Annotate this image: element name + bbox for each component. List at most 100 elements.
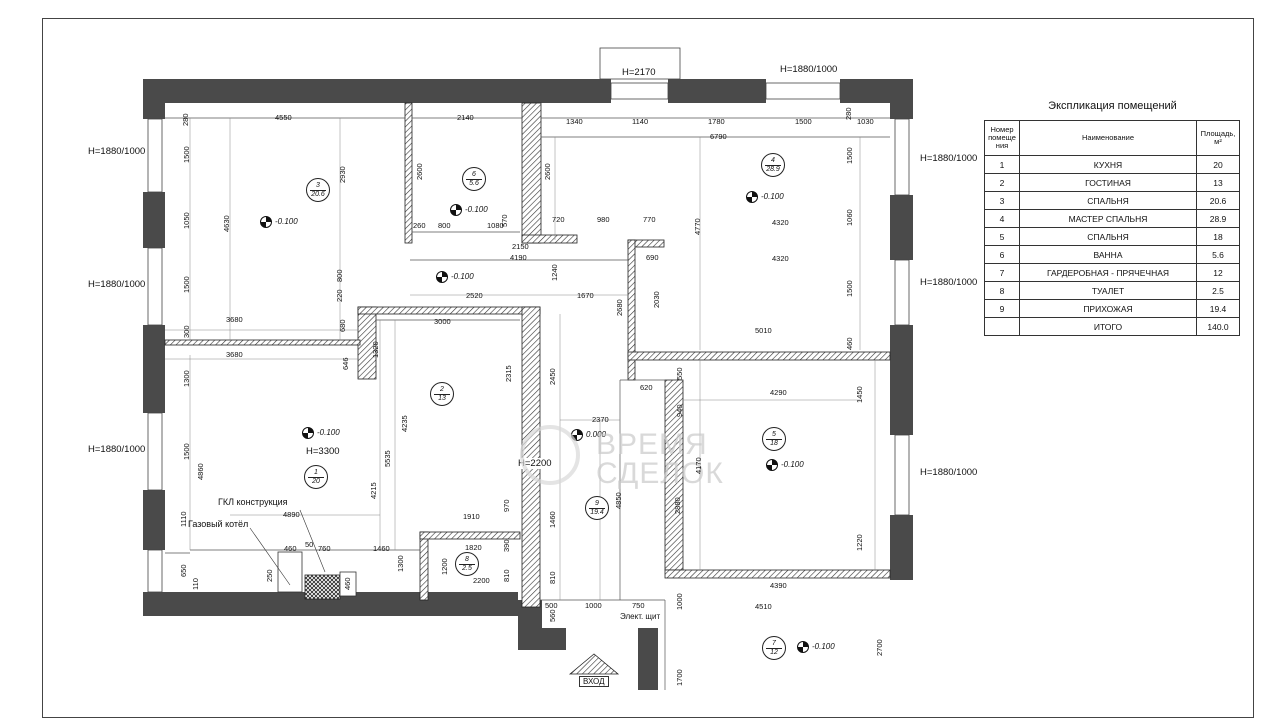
header-number: Номер помеще ния <box>984 120 1020 156</box>
cell-area: 20.6 <box>1196 191 1240 210</box>
cell-name: ВАННА <box>1019 245 1197 264</box>
watermark-logo-icon <box>520 425 580 485</box>
dim: 280 <box>844 107 853 120</box>
window-height-right-1: H=1880/1000 <box>920 153 978 164</box>
dim: 4510 <box>755 602 772 611</box>
level-mark-room-1: -0.100 <box>302 427 340 439</box>
cell-number: 4 <box>984 209 1020 228</box>
dim: 1030 <box>857 117 874 126</box>
entrance-arrow <box>568 653 620 675</box>
dim: 646 <box>341 357 350 370</box>
dim: 4215 <box>369 482 378 499</box>
dim: 2140 <box>457 113 474 122</box>
cell-number: 9 <box>984 299 1020 318</box>
dim: 2600 <box>415 163 424 180</box>
dim: 1460 <box>373 544 390 553</box>
dim: 940 <box>675 404 684 417</box>
dim: 2370 <box>592 415 609 424</box>
dim: 1670 <box>577 291 594 300</box>
explication-title: Экспликация помещений <box>1048 100 1177 112</box>
dim: 1300 <box>182 370 191 387</box>
dim: 5535 <box>383 450 392 467</box>
balcony-door-height: H=2170 <box>622 67 656 78</box>
cell-number: 5 <box>984 227 1020 246</box>
dim: 970 <box>502 499 511 512</box>
dim: 1910 <box>463 512 480 521</box>
dim: 110 <box>191 578 200 590</box>
window-height-right-3: H=1880/1000 <box>920 467 978 478</box>
dim: 3000 <box>434 317 451 326</box>
dim: 4770 <box>693 218 702 235</box>
dim: 4550 <box>275 113 292 122</box>
cell-number <box>984 317 1020 336</box>
window-height-left-3: H=1880/1000 <box>88 444 146 455</box>
window-height-right-2: H=1880/1000 <box>920 277 978 288</box>
cell-area: 19.4 <box>1196 299 1240 318</box>
dim: 4390 <box>770 581 787 590</box>
dim: 570 <box>500 214 509 227</box>
dim: 1050 <box>182 212 191 229</box>
dim: 2315 <box>504 365 513 382</box>
dim: 800 <box>335 269 344 282</box>
dim: 1500 <box>182 443 191 460</box>
dim: 1000 <box>585 601 602 610</box>
dim: 1220 <box>855 534 864 551</box>
level-mark-room-5: -0.100 <box>766 459 804 471</box>
dim: 550 <box>675 367 684 380</box>
entrance-label: ВХОД <box>579 676 609 687</box>
gkl-structure-label: ГКЛ конструкция <box>218 497 288 507</box>
dim: 2930 <box>338 166 347 183</box>
dim: 1320 <box>371 341 380 358</box>
cell-name: ТУАЛЕТ <box>1019 281 1197 300</box>
dim: 6790 <box>710 132 727 141</box>
dim: 2150 <box>512 242 529 251</box>
dim: 2680 <box>615 299 624 316</box>
cell-name: ГОСТИНАЯ <box>1019 173 1197 192</box>
dim: 810 <box>502 569 511 582</box>
cell-name: СПАЛЬНЯ <box>1019 227 1197 246</box>
dim: 260 <box>413 221 426 230</box>
dim: 2200 <box>473 576 490 585</box>
dim: 460 <box>343 577 352 590</box>
dim: 1140 <box>632 117 649 126</box>
cell-number: 3 <box>984 191 1020 210</box>
dim: 1500 <box>182 276 191 293</box>
dim: 500 <box>545 601 558 610</box>
electric-panel-label: Элект. щит <box>620 612 661 621</box>
dim: 2450 <box>548 368 557 385</box>
level-mark-room-4: -0.100 <box>746 191 784 203</box>
interior-walls <box>164 102 891 608</box>
cell-area: 5.6 <box>1196 245 1240 264</box>
dim: 750 <box>632 601 645 610</box>
dim: 4170 <box>694 457 703 474</box>
dim: 1500 <box>795 117 812 126</box>
dim: 280 <box>181 113 190 126</box>
cell-number: 2 <box>984 173 1020 192</box>
dim: 2880 <box>673 497 682 514</box>
dim: 220 <box>335 289 344 302</box>
dim: 1450 <box>855 386 864 403</box>
dim: 2600 <box>543 163 552 180</box>
floor-plan <box>143 47 913 690</box>
dim: 1780 <box>708 117 725 126</box>
dim: 390 <box>502 539 511 552</box>
cell-number: 8 <box>984 281 1020 300</box>
dim: 720 <box>552 215 565 224</box>
cell-area: 18 <box>1196 227 1240 246</box>
dim: 2700 <box>875 639 884 656</box>
dim: 1300 <box>396 555 405 572</box>
level-mark-room-6: -0.100 <box>450 204 488 216</box>
dim: 650 <box>179 564 188 577</box>
dim: 1060 <box>845 209 854 226</box>
cell-name: ПРИХОЖАЯ <box>1019 299 1197 318</box>
dim: 1500 <box>845 147 854 164</box>
